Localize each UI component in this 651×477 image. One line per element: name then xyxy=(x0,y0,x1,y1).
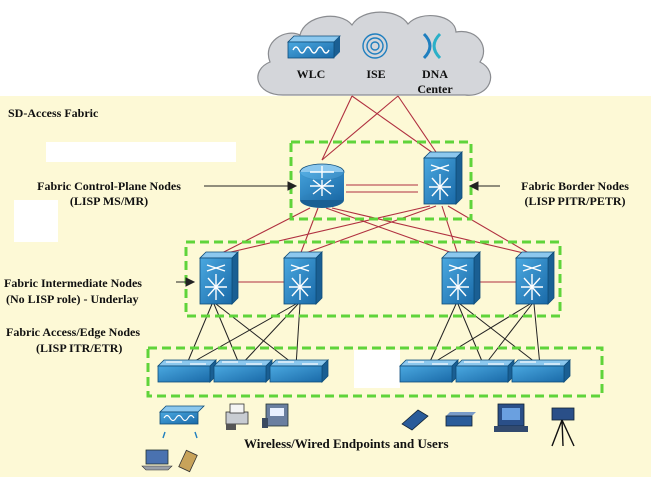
ise-label: ISE xyxy=(366,67,386,81)
red-links xyxy=(217,95,533,283)
dna-label-line1: DNA xyxy=(422,67,448,81)
dna-center-icon xyxy=(422,32,442,60)
wlc-icon xyxy=(287,35,341,59)
wlc-label: WLC xyxy=(296,67,326,81)
white-patch xyxy=(46,142,236,162)
control-plane-label-line2: (LISP MS/MR) xyxy=(69,194,149,208)
camera-icon xyxy=(551,407,575,447)
ip-phone-icon xyxy=(262,403,289,428)
intermediate-label-line1: Fabric Intermediate Nodes xyxy=(4,276,142,290)
access-switch-1-icon xyxy=(157,359,217,383)
pda-icon xyxy=(178,449,198,473)
access-switch-5-icon xyxy=(455,359,515,383)
ise-icon xyxy=(362,33,388,59)
access-label-line1: Fabric Access/Edge Nodes xyxy=(6,325,140,339)
intermediate-node-2-icon xyxy=(283,251,323,305)
server-icon xyxy=(494,403,528,432)
label-arrows xyxy=(176,181,500,287)
modem-icon xyxy=(445,412,476,427)
control-plane-label-line1: Fabric Control-Plane Nodes xyxy=(37,179,181,193)
access-point-icon xyxy=(159,405,205,439)
intermediate-node-3-icon xyxy=(441,251,481,305)
intermediate-node-1-icon xyxy=(199,251,239,305)
border-label-line2: (LISP PITR/PETR) xyxy=(524,194,626,208)
intermediate-label-line2: (No LISP role) - Underlay xyxy=(6,292,139,306)
control-plane-router-icon xyxy=(299,163,345,208)
endpoints-label: Wireless/Wired Endpoints and Users xyxy=(244,436,449,451)
access-box xyxy=(146,346,604,398)
access-switch-4-icon xyxy=(399,359,459,383)
access-switch-2-icon xyxy=(213,359,273,383)
access-switch-6-icon xyxy=(511,359,571,383)
printer-icon xyxy=(225,403,249,430)
laptop-icon xyxy=(141,449,173,471)
access-label-line2: (LISP ITR/ETR) xyxy=(36,341,123,355)
fabric-title: SD-Access Fabric xyxy=(8,106,99,120)
border-label-line1: Fabric Border Nodes xyxy=(521,179,629,193)
access-switch-3-icon xyxy=(269,359,329,383)
cordless-phone-icon xyxy=(401,409,429,431)
control-border-box xyxy=(289,140,473,221)
black-links xyxy=(185,303,541,367)
dna-label-line2: Center xyxy=(417,82,453,96)
border-node-icon xyxy=(423,151,463,205)
intermediate-node-4-icon xyxy=(515,251,555,305)
